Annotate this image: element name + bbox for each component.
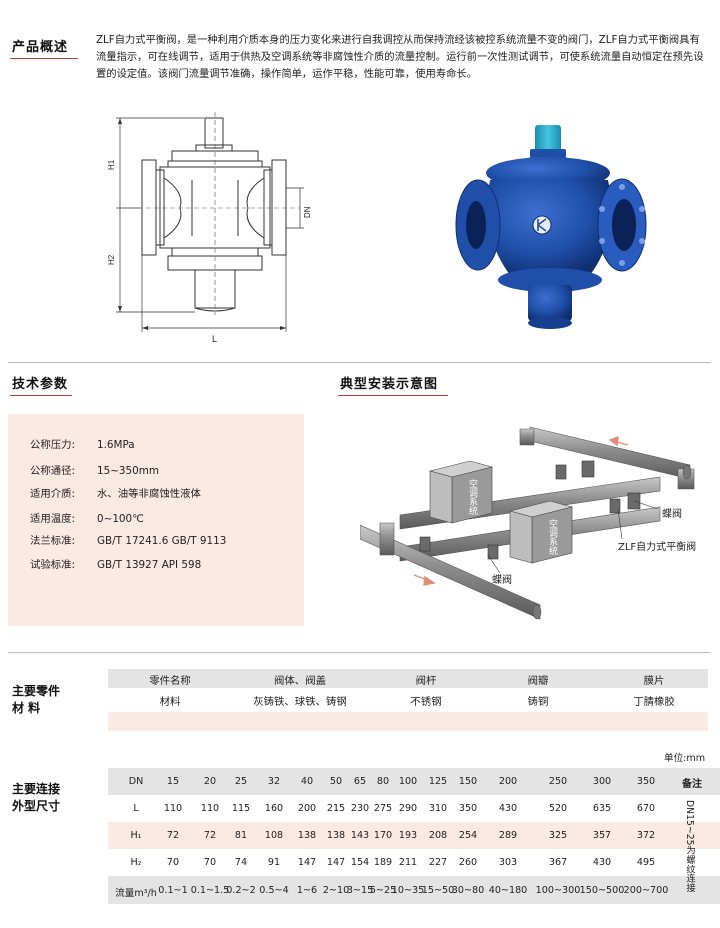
dims-header-row: DN 15 20 25 32 40 50 65 80 100 125 150 2… (108, 768, 720, 795)
divider-2 (8, 652, 710, 653)
spec-row: 公称压力:1.6MPa (30, 439, 135, 451)
spec-row: 公称通径:15~350mm (30, 465, 160, 477)
remark-header: 备注 (682, 779, 702, 790)
overview-title-underline (10, 58, 78, 59)
ac-box-label-2: 空调系统 (547, 518, 558, 556)
remark-note: DN15~25为螺纹连接 (684, 800, 695, 893)
valve-icon (555, 464, 567, 480)
parts-value-cell: 铸铜 (527, 696, 549, 708)
diagram-label-h2: H2 (107, 254, 116, 265)
parts-header-row: 零件名称 阀体、阀盖 阀杆 阀瓣 膜片 (108, 669, 708, 688)
spec-row: 法兰标准:GB/T 17241.6 GB/T 9113 (30, 535, 227, 547)
dims-unit: 单位:mm (664, 753, 706, 764)
spec-row: 试验标准:GB/T 13927 API 598 (30, 559, 202, 571)
divider-1 (8, 362, 710, 363)
label-butterfly-valve-1: 蝶阀 (662, 507, 682, 520)
dims-row-h1: H₁ 72 72 81 108 138 138 143 170 193 208 … (108, 822, 720, 849)
valve-icon (581, 460, 595, 478)
parts-value-row: 材料 灰铸铁、球铁、铸钢 不锈钢 铸铜 丁腈橡胶 (108, 690, 708, 709)
parts-title: 主要零件 材 料 (12, 684, 61, 715)
parts-value-cell: 灰铸铁、球铁、铸钢 (253, 696, 347, 708)
parts-value-cell: 不锈钢 (410, 696, 442, 708)
ac-box-label-1: 空调系统 (467, 478, 478, 516)
tech-title: 技术参数 (12, 377, 69, 392)
valve-photo (455, 125, 647, 329)
label-butterfly-valve-2: 蝶阀 (492, 573, 512, 586)
valve-dimension-diagram: H1 H2 DN L (107, 112, 312, 344)
valve-stem-cap (535, 125, 561, 153)
install-title: 典型安装示意图 (340, 377, 439, 392)
parts-header-cell: 阀瓣 (527, 675, 549, 687)
parts-header-cell: 阀杆 (415, 675, 437, 687)
spec-panel: 公称压力:1.6MPa 公称通径:15~350mm 适用介质:水、油等非腐蚀性液… (8, 414, 304, 626)
valve-icon (609, 498, 621, 514)
tech-title-underline (10, 395, 72, 396)
overview-title: 产品概述 (12, 40, 69, 55)
ac-system-box-1 (428, 460, 494, 524)
valve-icon (419, 536, 431, 552)
diagram-label-l: L (212, 334, 217, 344)
spec-row: 适用温度:0~100℃ (30, 513, 144, 525)
spec-row: 适用介质:水、油等非腐蚀性液体 (30, 488, 201, 500)
diagram-label-h1: H1 (107, 159, 116, 170)
ac-system-box-2 (508, 500, 574, 564)
brand-logo-icon (532, 215, 552, 235)
install-title-underline (338, 395, 448, 396)
parts-header-cell: 阀体、阀盖 (274, 675, 326, 687)
parts-blank-row (108, 712, 708, 731)
dims-row-h2: H₂ 70 70 74 91 147 147 154 189 211 227 2… (130, 857, 656, 868)
overview-text: ZLF自力式平衡阀，是一种利用介质本身的压力变化来进行自我调控从而保持流经该被控… (96, 34, 704, 80)
dims-row-l: L 110 110 115 160 200 215 230 275 290 31… (133, 803, 656, 814)
parts-header-cell: 膜片 (643, 675, 665, 687)
dims-title: 主要连接 外型尺寸 (12, 782, 61, 813)
valve-icon (487, 544, 499, 560)
parts-header-cell: 零件名称 (149, 675, 191, 687)
installation-schematic: 空调系统 空调系统 蝶阀 ZLF自力式平衡阀 蝶阀 (360, 426, 696, 620)
parts-value-cell: 丁腈橡胶 (633, 696, 675, 708)
diagram-label-dn: DN (303, 206, 312, 218)
label-balance-valve: ZLF自力式平衡阀 (618, 540, 696, 553)
dims-row-flow: 流量m³/h 0.1~1 0.1~1.5 0.2~2 0.5~4 1~6 2~1… (108, 876, 720, 904)
parts-value-cell: 材料 (159, 696, 181, 708)
